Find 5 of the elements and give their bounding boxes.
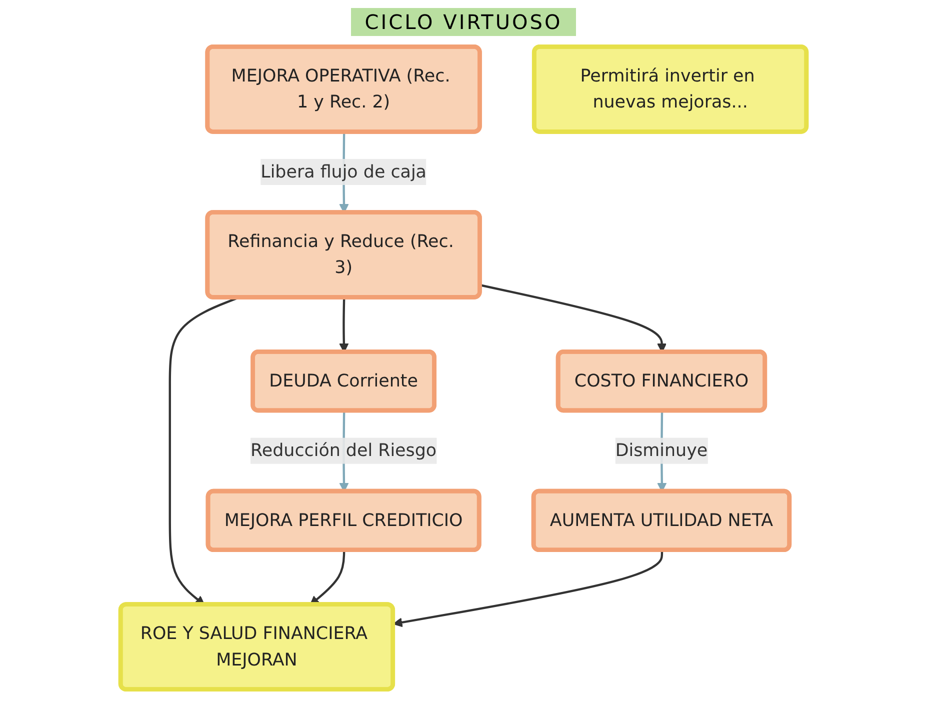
diagram-title: CICLO VIRTUOSO bbox=[350, 8, 576, 36]
arrow bbox=[392, 550, 664, 628]
edge-label: Disminuye bbox=[615, 440, 708, 461]
edge-label: Reducción del Riesgo bbox=[250, 440, 437, 461]
edge-label: Libera flujo de caja bbox=[260, 161, 426, 182]
